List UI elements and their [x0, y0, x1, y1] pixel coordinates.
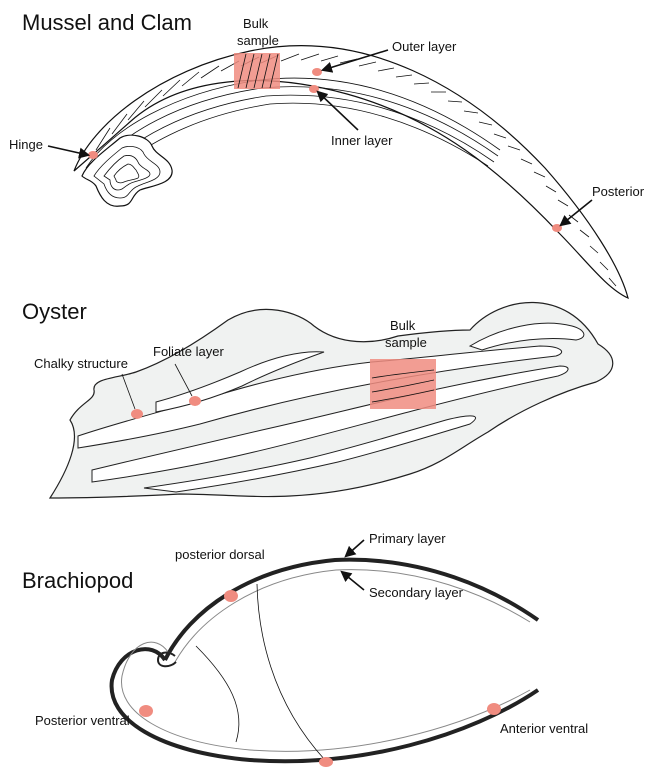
brachiopod-primary-layer-label: Primary layer: [369, 531, 446, 546]
brachiopod-ventral-outline: [112, 649, 538, 761]
oyster-foliate-layer-label: Foliate layer: [153, 344, 224, 359]
brachiopod-posterior-ventral-sample: [139, 705, 153, 717]
mussel-inner-layer-sample: [309, 85, 319, 93]
oyster-bulk-sample-label-line2: sample: [385, 335, 427, 350]
mussel-bulk-sample-region: [234, 53, 280, 89]
brachiopod-anterior-ventral-label: Anterior ventral: [500, 721, 588, 736]
mussel-posterior-label: Posterior: [592, 184, 645, 199]
brachiopod-ventral-midline-sample: [319, 757, 333, 767]
brachiopod-posterior-ventral-label: Posterior ventral: [35, 713, 130, 728]
oyster-section: Oyster Bulk sample Chalky structure Foli…: [22, 299, 613, 498]
mussel-posterior-sample: [552, 224, 562, 232]
mussel-title: Mussel and Clam: [22, 10, 192, 35]
mussel-inner-layer-arrow: [318, 92, 358, 130]
mussel-hinge-arrow: [48, 146, 88, 155]
brachiopod-growth-line-1: [257, 584, 325, 760]
brachiopod-secondary-layer-label: Secondary layer: [369, 585, 464, 600]
mussel-hinge-sample: [88, 151, 98, 159]
oyster-chalky-sample: [131, 409, 143, 419]
brachiopod-growth-line-2: [196, 646, 239, 742]
mussel-section: Mussel and Clam Bulk: [9, 10, 645, 298]
mussel-inner-layer-label: Inner layer: [331, 133, 393, 148]
brachiopod-anterior-ventral-sample: [487, 703, 501, 715]
brachiopod-posterior-dorsal-label: posterior dorsal: [175, 547, 265, 562]
oyster-bulk-sample-region: [370, 359, 436, 409]
mussel-outer-layer-label: Outer layer: [392, 39, 457, 54]
mussel-hinge-label: Hinge: [9, 137, 43, 152]
brachiopod-section: Brachiopod Primary layer Secondary layer…: [22, 531, 588, 767]
mussel-bulk-sample-label-line1: Bulk: [243, 16, 269, 31]
brachiopod-valve-outline: [165, 560, 538, 660]
brachiopod-secondary-layer-arrow: [342, 572, 364, 590]
oyster-chalky-structure-label: Chalky structure: [34, 356, 128, 371]
brachiopod-ventral-inner: [121, 642, 530, 751]
oyster-bulk-sample-label-line1: Bulk: [390, 318, 416, 333]
brachiopod-title: Brachiopod: [22, 568, 133, 593]
brachiopod-valve-inner: [175, 570, 530, 662]
mussel-bulk-sample-label-line2: sample: [237, 33, 279, 48]
brachiopod-primary-layer-arrow: [346, 540, 364, 556]
mussel-outer-layer-sample: [312, 68, 322, 76]
oyster-title: Oyster: [22, 299, 87, 324]
oyster-foliate-sample: [189, 396, 201, 406]
brachiopod-posterior-dorsal-sample: [224, 590, 238, 602]
